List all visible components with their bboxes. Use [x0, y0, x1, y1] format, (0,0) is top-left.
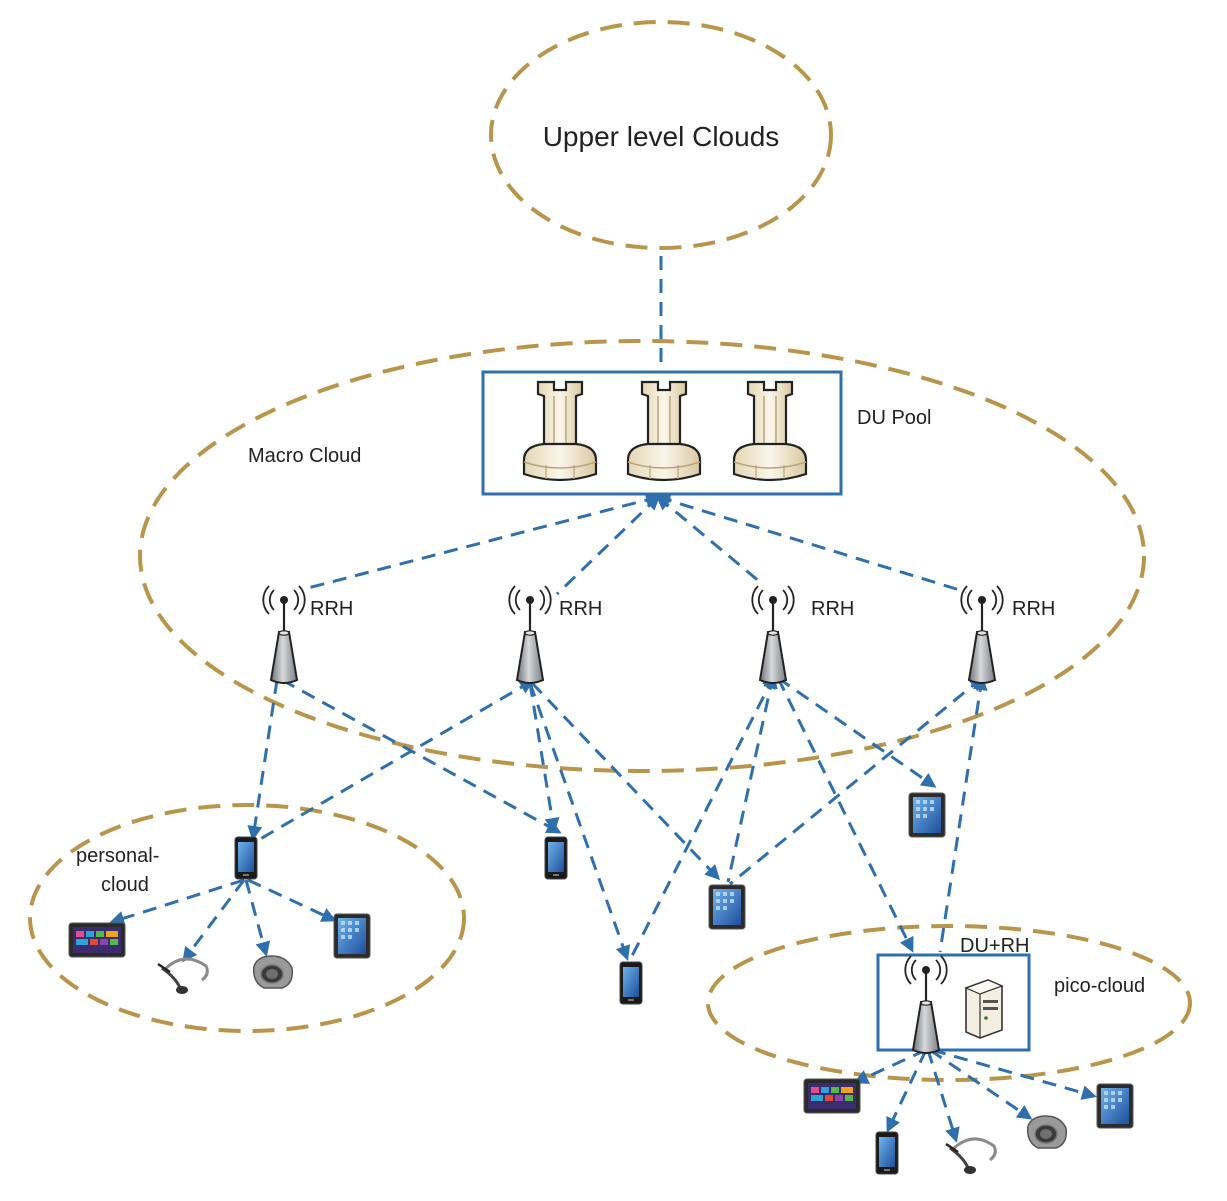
link-rrh3-right-tablet [777, 676, 937, 788]
link-rrh1-personal-phone [247, 679, 279, 841]
du-rh-label: DU+RH [960, 935, 1029, 957]
tablet-icon [333, 913, 371, 959]
antenna-tower-icon [904, 954, 948, 1055]
link-rrh2-center-phone [528, 682, 560, 833]
personal-cloud-label-line1: personal- [76, 845, 159, 867]
link-rrh1-center-phone [281, 678, 562, 834]
rrh-label: RRH [310, 598, 353, 620]
smartwatch-icon [252, 955, 294, 989]
antenna-tower-icon [751, 584, 795, 685]
link-personal-phone-watch [244, 879, 271, 957]
link-personal-phone-tablet [247, 878, 337, 922]
upper-level-clouds-label: Upper level Clouds [543, 121, 780, 152]
tablet-icon [908, 792, 946, 838]
smartphone-icon [875, 1131, 899, 1175]
link-rrh4-du-rh [938, 675, 988, 953]
antenna-tower-icon [262, 584, 306, 685]
headset-icon [156, 957, 209, 996]
link-du-to-rrh1 [307, 492, 661, 590]
antenna-tower-icon [960, 584, 1004, 685]
du-pool-box [481, 370, 843, 496]
du-unit-icon [732, 380, 808, 482]
personal-cloud-label-line2: cloud [101, 874, 149, 896]
macro-cloud-ellipse [138, 339, 1146, 773]
antenna-tower-icon [508, 584, 552, 685]
link-rrh2-lower-phone [528, 682, 631, 961]
rrh-label: RRH [559, 598, 602, 620]
tablet-icon [1096, 1083, 1134, 1129]
smartphone-icon [619, 961, 643, 1005]
link-rrh4-center-tablet [729, 676, 985, 886]
upper-level-clouds-ellipse [489, 20, 833, 250]
link-pico-tablet [931, 1048, 1097, 1100]
smartwatch-icon [1026, 1115, 1068, 1149]
link-rrh3-lower-phone [630, 673, 776, 957]
link-du-to-rrh3 [655, 495, 761, 584]
link-du-to-rrh2 [555, 494, 661, 596]
pico-cloud-ellipse [706, 924, 1192, 1082]
smartphone-icon [544, 836, 568, 880]
du-rh-box [876, 953, 1031, 1052]
link-pico-wintablet [853, 1048, 927, 1084]
link-rrh3-du-rh [776, 677, 914, 953]
link-pico-watch [929, 1048, 1033, 1120]
link-pico-headset [926, 1049, 960, 1143]
link-personal-phone-wintablet [109, 878, 245, 926]
pico-cloud-label: pico-cloud [1054, 975, 1145, 997]
tablet-icon [708, 884, 746, 930]
du-unit-icon [626, 380, 702, 482]
rrh-label: RRH [1012, 598, 1055, 620]
link-du-to-rrh4 [655, 493, 967, 594]
du-unit-icon [522, 380, 598, 482]
link-pico-phone [886, 1049, 928, 1133]
macro-cloud-label: Macro Cloud [248, 445, 361, 467]
windows-tablet-icon [68, 922, 126, 958]
link-rrh2-personal-phone [254, 679, 535, 844]
server-icon [965, 979, 1003, 1039]
link-rrh3-center-tablet [726, 673, 778, 883]
rrh-label: RRH [811, 598, 854, 620]
smartphone-icon [234, 836, 258, 880]
personal-cloud-ellipse [28, 803, 466, 1033]
link-personal-phone-headset [182, 879, 246, 963]
windows-tablet-icon [803, 1078, 861, 1114]
headset-icon [944, 1137, 997, 1176]
du-pool-label: DU Pool [857, 407, 931, 429]
